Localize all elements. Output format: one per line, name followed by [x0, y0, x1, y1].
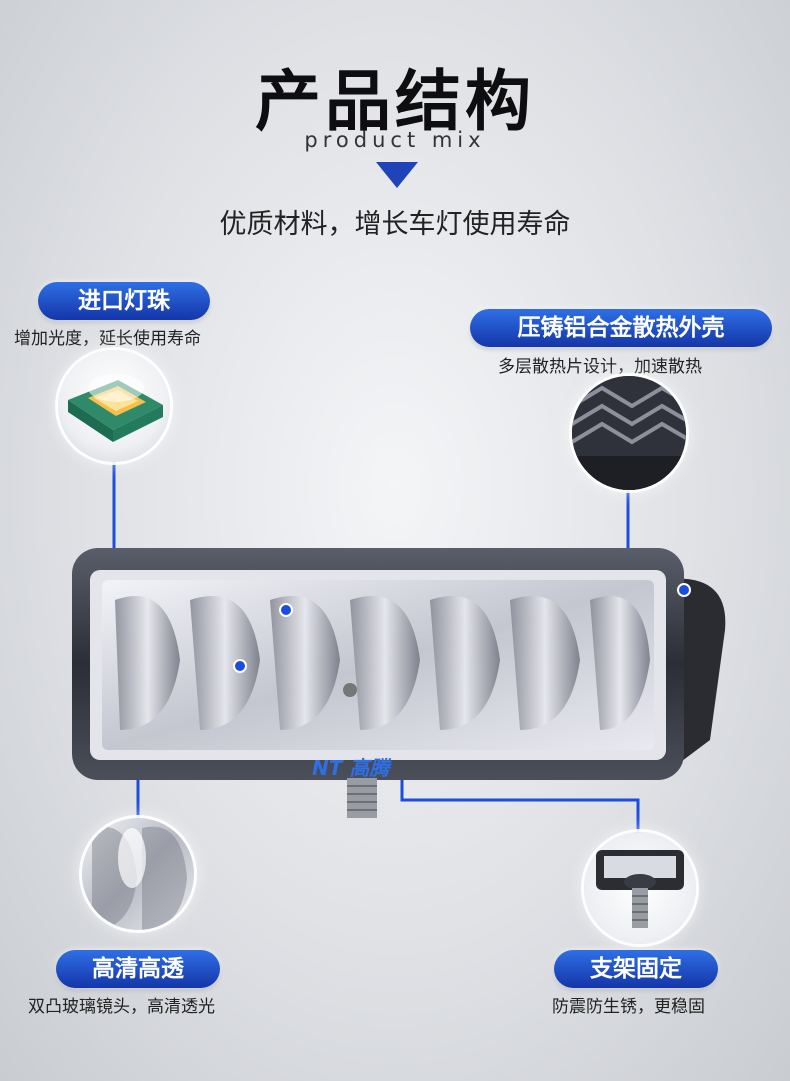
feature-led-desc: 增加光度，延长使用寿命: [14, 329, 201, 349]
dot-lens: [233, 659, 247, 673]
work-light-illustration: [72, 548, 726, 818]
page-subtitle: product mix: [304, 128, 486, 152]
feature-mount-desc: 防震防生锈，更稳固: [552, 997, 705, 1017]
work-light-product: [60, 540, 740, 830]
feature-mount-label: 支架固定: [554, 950, 718, 988]
arrow-down-icon: [376, 162, 418, 188]
feature-lens-label: 高清高透: [56, 950, 220, 988]
dot-led: [279, 603, 293, 617]
feature-lens-desc: 双凸玻璃镜头，高清透光: [28, 997, 215, 1017]
tagline: 优质材料，增长车灯使用寿命: [219, 209, 571, 240]
brand-logo: NT 高腾: [312, 756, 390, 780]
heatsink-image: [572, 376, 686, 490]
feature-housing-desc: 多层散热片设计，加速散热: [498, 357, 702, 377]
mount-bolt-image: [584, 832, 696, 944]
led-chip-image: [58, 350, 170, 462]
lens-closeup-image: [82, 818, 194, 930]
feature-led-label: 进口灯珠: [38, 282, 210, 320]
feature-housing-label: 压铸铝合金散热外壳: [470, 309, 772, 347]
dot-housing: [677, 583, 691, 597]
page-title: 产品结构: [255, 63, 535, 140]
